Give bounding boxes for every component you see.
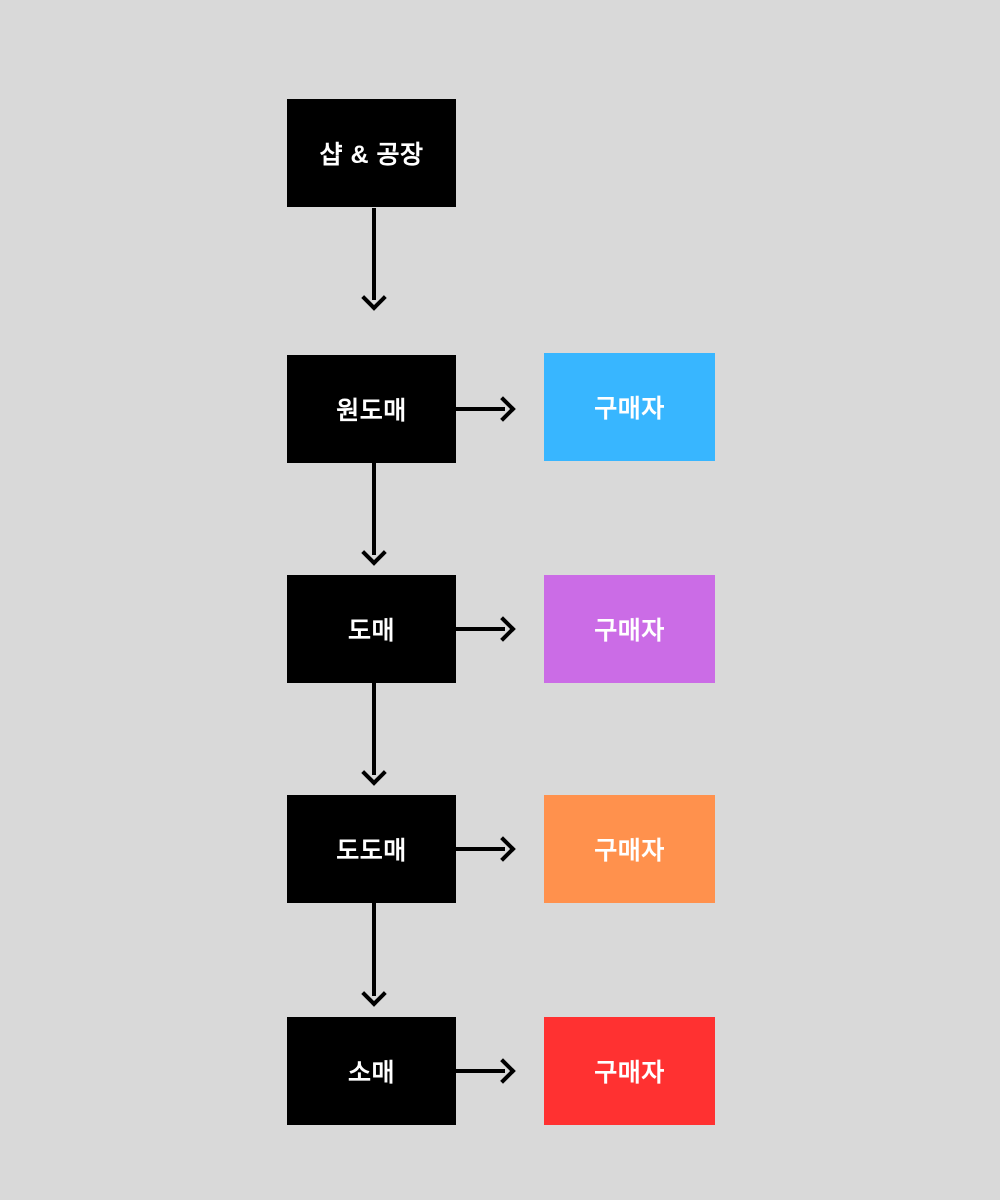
- down-arrowhead-icon: [361, 285, 387, 311]
- right-arrowhead-icon: [490, 396, 516, 422]
- right-arrowhead-icon: [490, 1058, 516, 1084]
- buyer-node-purple-label: 구매자: [594, 617, 665, 645]
- node-shop-factory-label: 샵 & 공장: [319, 141, 424, 169]
- right-arrow-2: [456, 615, 516, 643]
- buyer-node-red-label: 구매자: [594, 1059, 665, 1087]
- right-arrowhead-icon: [490, 836, 516, 862]
- down-arrow-4: [360, 903, 388, 1007]
- node-wholesale-label: 도매: [347, 617, 395, 645]
- down-arrow-3-shaft: [372, 683, 376, 775]
- down-arrowhead-icon: [361, 981, 387, 1007]
- node-first-wholesale-label: 원도매: [336, 397, 407, 425]
- buyer-node-purple: 구매자: [544, 575, 715, 683]
- buyer-node-orange: 구매자: [544, 795, 715, 903]
- right-arrow-2-shaft: [456, 627, 505, 631]
- buyer-node-orange-label: 구매자: [594, 837, 665, 865]
- right-arrow-1-shaft: [456, 407, 505, 411]
- node-sub-wholesale-label: 도도매: [336, 837, 407, 865]
- node-wholesale: 도매: [287, 575, 456, 683]
- down-arrowhead-icon: [361, 540, 387, 566]
- down-arrow-2-shaft: [372, 463, 376, 555]
- node-shop-factory: 샵 & 공장: [287, 99, 456, 207]
- down-arrow-1: [360, 208, 388, 311]
- buyer-node-red: 구매자: [544, 1017, 715, 1125]
- right-arrow-3: [456, 835, 516, 863]
- node-retail-label: 소매: [347, 1059, 395, 1087]
- buyer-node-blue: 구매자: [544, 353, 715, 461]
- node-first-wholesale: 원도매: [287, 355, 456, 463]
- node-sub-wholesale: 도도매: [287, 795, 456, 903]
- down-arrowhead-icon: [361, 760, 387, 786]
- node-retail: 소매: [287, 1017, 456, 1125]
- down-arrow-4-shaft: [372, 903, 376, 996]
- down-arrow-1-shaft: [372, 208, 376, 300]
- right-arrow-1: [456, 395, 516, 423]
- down-arrow-2: [360, 463, 388, 566]
- buyer-node-blue-label: 구매자: [594, 395, 665, 423]
- down-arrow-3: [360, 683, 388, 786]
- right-arrow-4: [456, 1057, 516, 1085]
- right-arrow-4-shaft: [456, 1069, 505, 1073]
- right-arrow-3-shaft: [456, 847, 505, 851]
- right-arrowhead-icon: [490, 616, 516, 642]
